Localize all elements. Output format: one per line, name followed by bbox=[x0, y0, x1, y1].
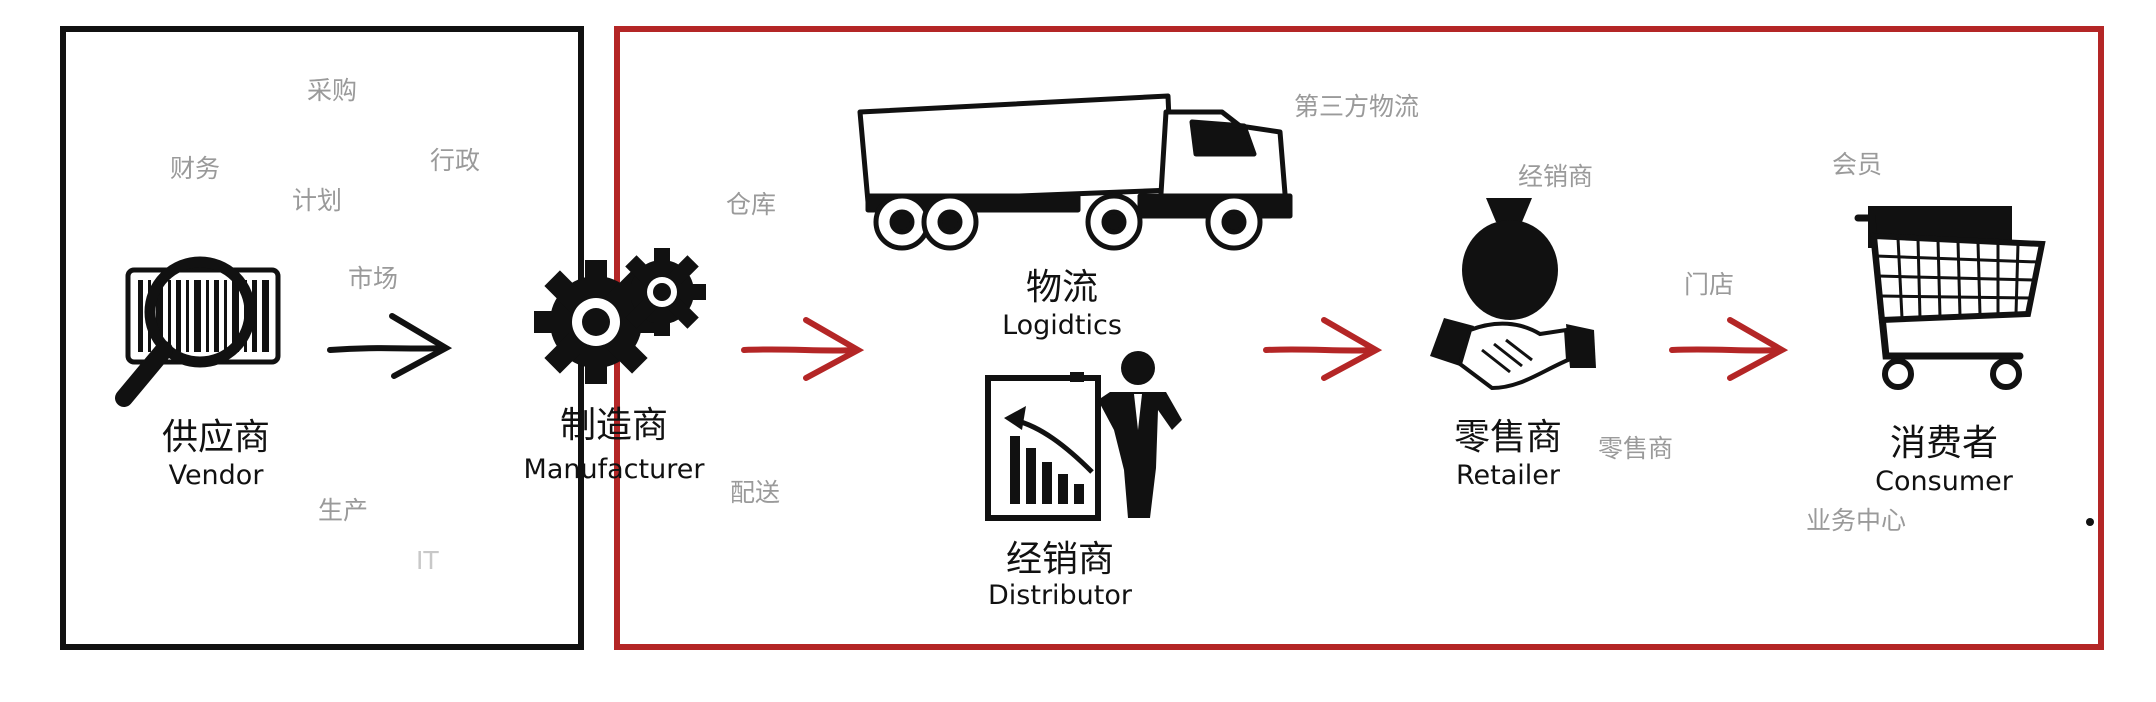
logistics-label-zh: 物流 bbox=[1025, 267, 1099, 308]
logistics-label-en: Logidtics bbox=[1002, 310, 1122, 341]
tag-production: 生产 bbox=[318, 496, 369, 525]
manufacturer-label-en: Manufacturer bbox=[523, 454, 705, 485]
shopping-cart-icon bbox=[1854, 206, 2046, 390]
tag-warehouse: 仓库 bbox=[726, 190, 777, 219]
businessman-chart-icon bbox=[985, 351, 1182, 521]
dot-marker bbox=[2086, 518, 2094, 526]
distributor-label-zh: 经销商 bbox=[1005, 539, 1115, 580]
vendor-label-en: Vendor bbox=[168, 460, 264, 491]
tag-business-center: 业务中心 bbox=[1806, 506, 1907, 535]
tag-delivery: 配送 bbox=[730, 478, 781, 507]
flow-arrow-manufacturer-to-logistics bbox=[741, 317, 865, 381]
manufacturer-label-zh: 制造商 bbox=[559, 405, 669, 446]
barcode-magnifier-icon bbox=[115, 256, 281, 407]
tag-member: 会员 bbox=[1832, 150, 1883, 179]
gears-icon bbox=[534, 248, 706, 384]
distributor-label-en: Distributor bbox=[987, 580, 1133, 611]
flow-arrow-vendor-to-manufacturer bbox=[327, 313, 453, 379]
tag-finance: 财务 bbox=[170, 154, 221, 183]
tag-retailer: 零售商 bbox=[1598, 434, 1674, 463]
consumer-label-zh: 消费者 bbox=[1889, 423, 1999, 464]
tag-administration: 行政 bbox=[430, 146, 481, 175]
retailer-label-zh: 零售商 bbox=[1453, 417, 1563, 458]
money-bag-handshake-icon bbox=[1430, 198, 1596, 391]
tag-it: IT bbox=[416, 546, 439, 575]
tag-store: 门店 bbox=[1684, 270, 1735, 299]
tag-third-party-logistics: 第三方物流 bbox=[1294, 92, 1420, 121]
flow-arrow-retailer-to-consumer bbox=[1669, 317, 1789, 381]
flow-arrow-logistics-to-retailer bbox=[1263, 317, 1383, 381]
tag-planning: 计划 bbox=[292, 186, 343, 215]
tag-market: 市场 bbox=[348, 264, 399, 293]
truck-icon bbox=[857, 93, 1293, 251]
retailer-label-en: Retailer bbox=[1455, 460, 1561, 491]
tag-dealer: 经销商 bbox=[1518, 162, 1594, 191]
tag-procurement: 采购 bbox=[307, 76, 358, 105]
consumer-label-en: Consumer bbox=[1875, 466, 2013, 497]
vendor-label-zh: 供应商 bbox=[161, 417, 271, 458]
